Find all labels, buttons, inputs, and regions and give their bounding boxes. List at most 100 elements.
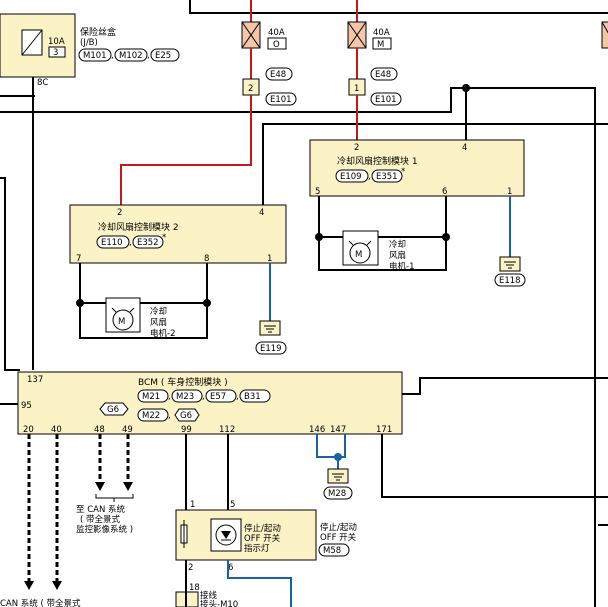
fuse-m-pin: 1 [354,84,359,94]
can-label-1: 至 CAN 系统 [76,504,126,515]
svg-text:电机-2: 电机-2 [150,328,175,339]
svg-text:99: 99 [181,425,192,435]
svg-text:B31: B31 [244,392,261,402]
partial-fuse-symbol [601,21,608,49]
svg-text:4: 4 [259,208,264,218]
connector-e48: E48 [270,70,286,80]
connector-e101: E101 [270,95,292,105]
svg-text:6: 6 [442,187,447,197]
svg-text:E109: E109 [340,172,362,182]
svg-text:20: 20 [23,425,34,435]
svg-text:2: 2 [354,143,359,153]
svg-text:电机-1: 电机-1 [389,261,414,272]
svg-text:147: 147 [330,425,346,435]
hex-connector-g6 [99,402,129,416]
svg-text:,: , [368,172,371,182]
svg-text:7: 7 [76,254,81,264]
svg-text:E110: E110 [101,238,123,248]
motor1-loop-wire [318,196,447,271]
svg-text:,: , [111,51,114,61]
svg-text:1: 1 [267,254,272,264]
top-power-line [189,0,608,14]
arrow-down-icon [123,482,133,491]
bcm-pin171-wire [381,434,608,498]
svg-text:1: 1 [507,187,512,197]
fuse-o-id: O [273,40,280,50]
motor2-loop-wire [79,263,208,339]
svg-text:,: , [202,392,205,402]
svg-text:8: 8 [204,254,209,264]
module1-title: 冷却风扇控制模块 1 [337,155,418,167]
stop-start-switch[interactable] [175,509,317,561]
svg-text:,: , [168,392,171,402]
svg-text:40: 40 [51,425,62,435]
svg-text:OFF 开关: OFF 开关 [244,533,281,544]
fuse-o-rating: 40A [268,28,285,38]
svg-text:,: , [168,411,171,421]
svg-text:95: 95 [21,401,32,411]
svg-text:M: M [118,317,125,327]
svg-text:M23: M23 [176,392,194,402]
fan-control-module-1 [309,139,525,197]
svg-text:5: 5 [230,500,235,510]
arrow-down-icon [95,482,105,491]
connector-e101-2: E101 [375,95,397,105]
svg-text:接线: 接线 [200,590,218,601]
svg-text:冷却: 冷却 [150,306,167,317]
svg-text:E352: E352 [137,238,159,248]
fuse-diagonal [21,29,43,56]
svg-text:停止/起动: 停止/起动 [244,523,281,534]
svg-text:5: 5 [315,187,320,197]
svg-text:*: * [162,233,166,243]
svg-text:接头-M10: 接头-M10 [200,599,238,607]
svg-text:OFF 开关: OFF 开关 [320,532,357,543]
svg-text:G6: G6 [180,411,192,421]
svg-text:146: 146 [309,425,325,435]
svg-text:,: , [236,392,239,402]
svg-text:,: , [147,51,150,61]
svg-text:风扇: 风扇 [150,317,167,328]
fuse-rating: 10A [48,37,65,47]
arrow-down-icon [52,581,62,590]
module2-pin4-wire [262,123,608,205]
connector-e25: E25 [155,51,171,61]
svg-text:4: 4 [462,143,467,153]
svg-text:137: 137 [27,375,43,385]
fuse-m-rating: 40A [373,28,390,38]
motor1-icon [349,242,371,264]
svg-text:6: 6 [228,563,233,573]
svg-text:冷却: 冷却 [389,239,406,250]
svg-text:18: 18 [189,583,200,593]
connector-m101: M101 [83,51,107,61]
svg-text:E57: E57 [210,392,226,402]
right-vertical-line [466,87,596,607]
svg-text:,: , [129,238,132,248]
ground-e118-icon [499,256,521,272]
svg-text:G6: G6 [107,405,119,415]
svg-text:112: 112 [219,425,235,435]
bcm-title: BCM ( 车身控制模块 ) [138,376,228,388]
can-label-2: ( 带全景式 [80,514,121,525]
can-label-3: 监控影像系统 ) [76,524,133,535]
switch-pin6-wire [227,560,292,607]
connector-m58: M58 [323,546,341,556]
arrow-down-icon [24,581,34,590]
svg-text:1: 1 [190,500,195,510]
module2-title: 冷却风扇控制模块 2 [98,221,179,233]
svg-text:48: 48 [94,425,105,435]
svg-text:指示灯: 指示灯 [244,543,270,554]
svg-text:49: 49 [122,425,133,435]
ground-e119: E119 [260,344,282,354]
fuse-number: 3 [53,48,58,58]
fuse-o-pin: 2 [248,84,253,94]
svg-text:*: * [401,167,405,177]
svg-text:风扇: 风扇 [389,250,406,261]
svg-text:M22: M22 [142,411,160,421]
fuse-box-title: 保险丝盒 [80,26,116,38]
svg-text:M: M [355,250,362,260]
upper-horizontal-line [0,87,466,113]
ground-e118: E118 [499,276,521,286]
fuse-m-id: M [377,40,384,50]
svg-text:171: 171 [376,425,392,435]
